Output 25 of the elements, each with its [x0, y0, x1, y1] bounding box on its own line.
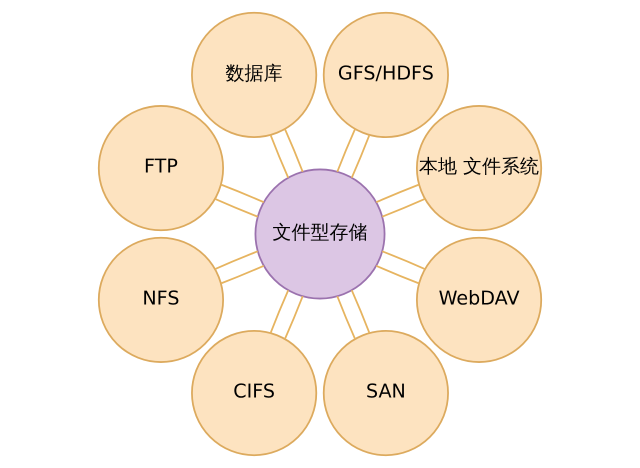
connector: [214, 198, 258, 218]
connector: [214, 250, 258, 270]
connector: [284, 128, 304, 172]
connector: [376, 184, 420, 204]
node-circle: WebDAV: [416, 236, 542, 363]
connector: [220, 184, 264, 204]
connector: [350, 290, 370, 334]
node-circle: GFS/HDFS: [322, 12, 449, 138]
node-circle: FTP: [98, 105, 224, 232]
connector: [336, 296, 356, 340]
node-circle: 本地 文件系统: [416, 105, 542, 232]
node-circle: NFS: [98, 236, 224, 363]
connector: [270, 290, 290, 334]
connector: [382, 250, 426, 270]
connector: [284, 296, 304, 340]
node-circle: 文件型存储: [254, 168, 386, 300]
node-circle: CIFS: [191, 330, 318, 456]
connector: [336, 128, 356, 172]
connector: [220, 264, 264, 284]
connector: [350, 134, 370, 178]
connector: [382, 198, 426, 218]
connector: [376, 264, 420, 284]
connector: [270, 134, 290, 178]
node-circle: 数据库: [191, 12, 318, 138]
node-circle: SAN: [322, 330, 449, 456]
